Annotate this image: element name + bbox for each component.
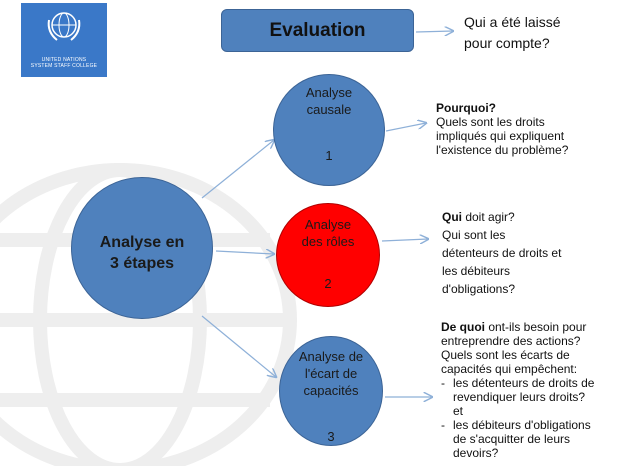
step2-description: Qui doit agir? Qui sont les détenteurs d… [442, 208, 561, 298]
step3-circle: Analyse de l'écart de capacités 3 [279, 336, 383, 446]
arrow-to-step2 [215, 251, 274, 254]
arrow-to-text1 [385, 123, 426, 132]
step1-line1: Analyse [305, 85, 353, 100]
arrow-to-text2 [381, 239, 428, 241]
step2-number: 2 [324, 276, 332, 291]
step1-description: Pourquoi? Quels sont les droits impliqué… [436, 101, 568, 157]
step1-description-head: Pourquoi? [436, 101, 496, 115]
logo-caption-line1: UNITED NATIONS [41, 57, 87, 63]
arrow-to-step3 [201, 315, 276, 377]
step2-line2: des rôles [301, 234, 355, 249]
arrow-to-evaluation-question [415, 31, 453, 32]
step3-bullet2-line3: devoirs? [453, 446, 499, 460]
step3-bullet2: - les débiteurs d'obligations de s'acqui… [441, 418, 591, 460]
center-line1: Analyse en [99, 234, 185, 251]
step3-bullet1: - les détenteurs de droits de revendique… [441, 376, 595, 404]
step3-line2: l'écart de [304, 366, 358, 381]
step2-description-line4: d'obligations? [442, 282, 516, 296]
center-circle: Analyse en 3 étapes [71, 177, 213, 319]
logo-caption-line2: SYSTEM STAFF COLLEGE [30, 63, 98, 69]
step2-description-line2: détenteurs de droits et [442, 246, 562, 260]
step3-conjunction: et [453, 404, 464, 418]
evaluation-question-line1: Qui a été laissé [464, 14, 561, 30]
step3-description-line3: capacités qui empêchent: [441, 362, 578, 376]
evaluation-label: Evaluation [269, 19, 366, 41]
step2-line1: Analyse [304, 217, 352, 232]
step3-line1: Analyse de [298, 349, 364, 364]
step3-description: De quoi ont-ils besoin pour entreprendre… [441, 320, 594, 460]
un-logo: UNITED NATIONS SYSTEM STAFF COLLEGE [21, 3, 107, 77]
evaluation-question-line2: pour compte? [464, 35, 550, 51]
step1-description-line1: Quels sont les droits [436, 115, 545, 129]
step1-description-line2: impliqués qui expliquent [436, 129, 565, 143]
un-emblem-icon [47, 12, 81, 41]
step1-circle: Analyse causale 1 [273, 74, 385, 186]
step3-line3: capacités [303, 383, 359, 398]
arrow-to-step1 [201, 140, 274, 199]
step2-description-head: Qui [442, 210, 462, 224]
step1-description-line3: l'existence du problème? [436, 143, 569, 157]
center-line2: 3 étapes [109, 255, 175, 272]
step3-bullet2-line1: les débiteurs d'obligations [453, 418, 591, 432]
step1-line2: causale [306, 102, 352, 117]
step2-description-line1: Qui sont les [442, 228, 506, 242]
evaluation-question: Qui a été laissé pour compte? [464, 12, 561, 54]
step3-description-line2: Quels sont les écarts de [441, 348, 570, 362]
step3-number: 3 [327, 429, 335, 444]
step3-bullet2-line2: de s'acquitter de leurs [453, 432, 571, 446]
step2-circle: Analyse des rôles 2 [276, 203, 380, 307]
step3-description-head-rest: ont-ils besoin pour [485, 320, 587, 334]
step3-description-line1: entreprendre des actions? [441, 334, 581, 348]
step3-bullet1-line2: revendiquer leurs droits? [453, 390, 586, 404]
step3-description-head: De quoi [441, 320, 485, 334]
evaluation-box: Evaluation [221, 9, 414, 52]
step3-bullet1-line1: les détenteurs de droits de [453, 376, 595, 390]
step2-description-head-rest: doit agir? [462, 210, 515, 224]
step2-description-line3: les débiteurs [442, 264, 511, 278]
step1-number: 1 [325, 148, 333, 163]
